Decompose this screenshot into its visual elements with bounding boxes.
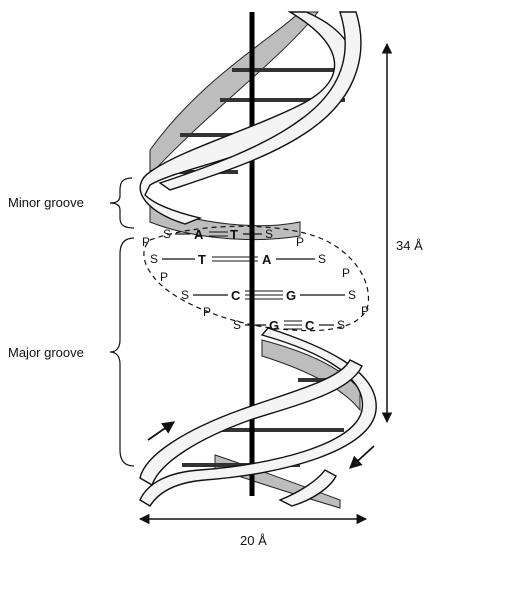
- sugar-label: S: [348, 288, 356, 302]
- phosphate-label: P: [160, 270, 168, 284]
- base-left-2: T: [198, 252, 206, 267]
- base-left-3: C: [231, 288, 241, 303]
- base-pair-rows: P S A T S P S T A S P P S C G S P P S: [142, 227, 369, 333]
- base-right-1: T: [230, 227, 238, 242]
- diameter-label: 20 Å: [240, 533, 267, 548]
- minor-groove-annotation: Minor groove: [8, 177, 135, 229]
- phosphate-label: P: [142, 235, 150, 249]
- sugar-label: S: [163, 227, 171, 241]
- sugar-label: S: [181, 288, 189, 302]
- phosphate-label: P: [342, 266, 350, 280]
- base-left-4: G: [269, 318, 279, 333]
- minor-groove-brace: [109, 177, 135, 229]
- minor-groove-label: Minor groove: [8, 195, 84, 210]
- front-strand-upper: [139, 11, 362, 225]
- major-groove-annotation: Major groove: [8, 237, 135, 467]
- pitch-label: 34 Å: [396, 238, 423, 253]
- phosphate-label: P: [203, 305, 211, 319]
- sugar-label: S: [318, 252, 326, 266]
- phosphate-label: P: [361, 304, 369, 318]
- base-right-4: C: [305, 318, 315, 333]
- sugar-label: S: [233, 318, 241, 332]
- base-left-1: A: [194, 227, 204, 242]
- base-right-2: A: [262, 252, 272, 267]
- front-strand-lower: [139, 327, 377, 507]
- backbone-dashed-loop: [143, 225, 370, 332]
- strand-direction-arrow-up: [147, 421, 176, 441]
- sugar-label: S: [337, 318, 345, 332]
- diameter-dimension: 20 Å: [138, 513, 368, 548]
- strand-direction-arrow-down: [349, 445, 375, 469]
- major-groove-label: Major groove: [8, 345, 84, 360]
- sugar-label: S: [265, 227, 273, 241]
- phosphate-label: P: [296, 235, 304, 249]
- base-right-3: G: [286, 288, 296, 303]
- pitch-dimension: 34 Å: [381, 42, 423, 424]
- major-groove-brace: [109, 237, 135, 467]
- sugar-label: S: [150, 252, 158, 266]
